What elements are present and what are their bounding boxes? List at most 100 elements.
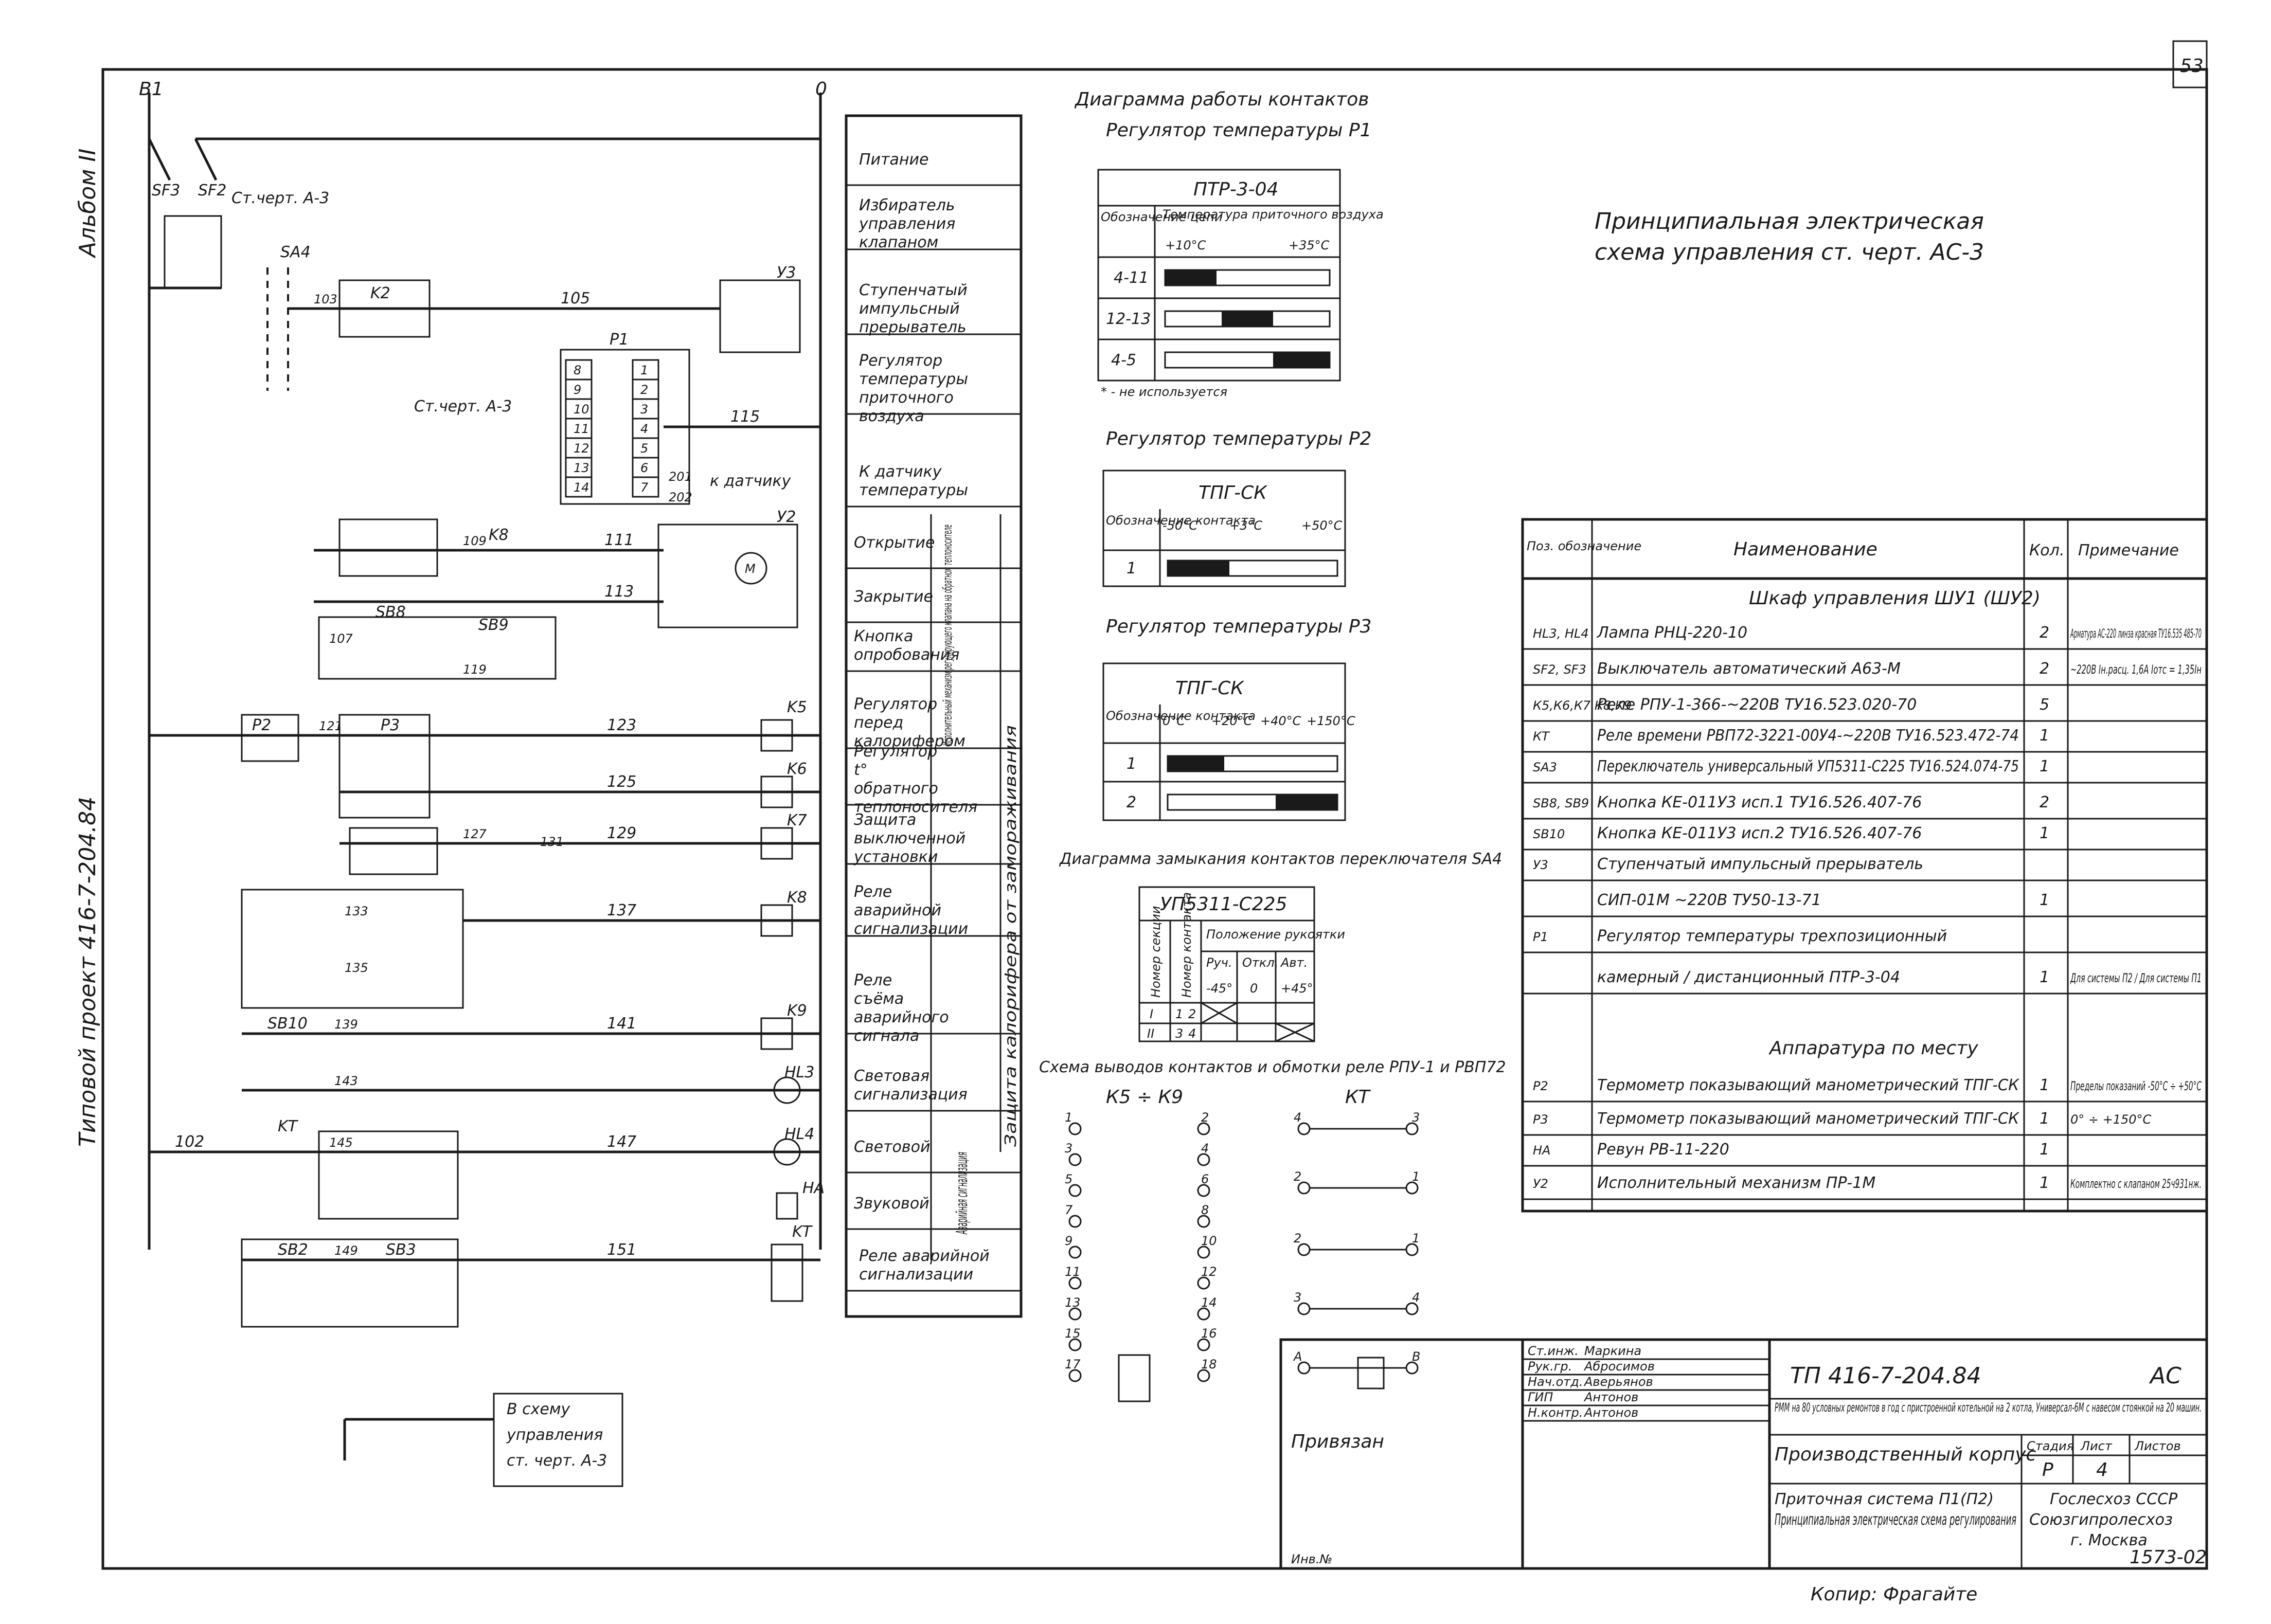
relay-pin-label: 15 — [1065, 1326, 1081, 1341]
function-label-15: Световой — [854, 1138, 930, 1156]
spec-table: Поз. обозначение Наименование Кол. Приме… — [1521, 518, 2208, 1213]
spec-qty: 1 — [2040, 891, 2049, 909]
wire-133: 133 — [345, 904, 368, 918]
function-label-12: аварийной — [854, 901, 941, 919]
wire-141: 141 — [607, 1015, 636, 1033]
relay-pin — [1297, 1361, 1311, 1375]
relay-pin — [1068, 1338, 1082, 1351]
sa4-model: УП5311-С225 — [1160, 894, 1287, 915]
wire-numbers: 1031211271331351391431451491071091191312… — [314, 292, 692, 1258]
spec-note: Пределы показаний -50°С ÷ +50°С — [2070, 1079, 2202, 1093]
p3-model: ТПГ-СК — [1175, 678, 1244, 699]
ref-note-2: Ст.черт. А-3 — [414, 398, 512, 416]
function-label-3: прерыватель — [859, 318, 967, 336]
p1-terminal-right: 1 — [640, 363, 648, 377]
spec-name: Лампа РНЦ-220-10 — [1597, 624, 1747, 642]
function-label-12: сигнализации — [854, 920, 968, 938]
spec-pos: SB8, SB9 — [1533, 796, 1589, 810]
sb8-label: SB8 — [375, 603, 406, 621]
spec-qty: 2 — [2040, 624, 2049, 642]
main-title-line-2: схема управления ст. черт. АС-3 — [1595, 239, 1984, 265]
p3-label: P3 — [381, 716, 400, 734]
p3-tick-1: 0°С — [1163, 714, 1185, 728]
function-label-9: калорифером — [854, 732, 965, 750]
function-label-4: температуры — [859, 370, 968, 388]
function-label-2: управления — [859, 215, 955, 233]
sb10-label: SB10 — [267, 1015, 308, 1033]
sa4-row1-c2: 2 — [1188, 1007, 1196, 1021]
spec-name: Реле РПУ-1-366-~220В ТУ16.523.020-70 — [1597, 696, 1917, 714]
wire-113: 113 — [604, 583, 634, 601]
relay-title: Схема выводов контактов и обмотки реле Р… — [1039, 1058, 1506, 1076]
relay-pin — [1197, 1338, 1210, 1351]
hl4-label: HL4 — [784, 1125, 814, 1143]
sa4-row2-c2: 4 — [1188, 1026, 1196, 1041]
spec-pos: КТ — [1533, 729, 1550, 744]
spec-pos: HL3, HL4 — [1533, 626, 1589, 641]
relay-pin — [1197, 1246, 1210, 1259]
stage-value: Р — [2042, 1459, 2053, 1481]
wire-137: 137 — [607, 901, 636, 919]
sa4-pos-3: Авт. — [1280, 955, 1308, 970]
signers-table: Ст.инж.МаркинаРук.гр.АбросимовНач.отд.Ав… — [1523, 1344, 1769, 1422]
k2-contact-label: K2 — [370, 284, 390, 302]
relay-left-label: К5 ÷ К9 — [1106, 1087, 1183, 1108]
spec-note: Комплектно с клапаном 25ч931нж. — [2070, 1177, 2202, 1191]
copy-note: Копир: Фрагайте — [1811, 1584, 1977, 1605]
spec-pos: НА — [1533, 1143, 1550, 1158]
relay-pin — [1405, 1181, 1419, 1195]
spec-qty: 5 — [2040, 696, 2049, 714]
relay-pin-label: 13 — [1065, 1295, 1081, 1310]
k8-coil-label: K8 — [787, 889, 807, 907]
bus-right-label: 0 — [815, 79, 827, 100]
wire-125: 125 — [607, 773, 636, 791]
function-label-8: опробования — [854, 646, 959, 664]
p2-diagram: ТПГ-СК Обозначение контакта -50°С +3°С +… — [1102, 470, 1346, 587]
relay-pin-label: 5 — [1065, 1172, 1072, 1186]
function-labels: ПитаниеИзбирательуправленияклапаномСтупе… — [846, 151, 1021, 1292]
relay-pin-label: 4 — [1412, 1290, 1420, 1305]
spec-qty: 1 — [2040, 824, 2049, 842]
relay-pin — [1068, 1276, 1082, 1290]
relay-pin-label: 1 — [1065, 1110, 1072, 1125]
side-margin: Альбом II Типовой проект 416-7-204.84 — [75, 149, 101, 1147]
p1-terminal-right: 5 — [640, 441, 648, 456]
spec-pos: SB10 — [1533, 827, 1565, 841]
spec-qty: 1 — [2040, 1110, 2049, 1128]
function-column — [845, 114, 1023, 1318]
relay-pin — [1068, 1153, 1082, 1166]
function-label-13: сигнала — [854, 1027, 919, 1045]
album-label: Альбом II — [75, 149, 101, 259]
k9-label: K9 — [787, 1002, 807, 1020]
sa4-head-contact: Номер контакта — [1179, 892, 1194, 998]
spec-qty: 1 — [2040, 1076, 2049, 1094]
sa4-head-section: Номер секции — [1149, 906, 1163, 998]
note-line-2: управления — [506, 1426, 603, 1444]
relay-pin-label: 12 — [1201, 1265, 1217, 1279]
note-line-3: ст. черт. А-3 — [507, 1452, 607, 1470]
p2-tick-3: +50°С — [1301, 518, 1343, 533]
spec-name: Ступенчатый импульсный прерыватель — [1597, 855, 1923, 873]
function-label-10: t° — [854, 761, 868, 779]
spec-pos: У3 — [1533, 858, 1548, 872]
title-block: ТП 416-7-204.84 АС РММ на 80 условных ре… — [1279, 1338, 2208, 1570]
wire-121: 121 — [319, 719, 343, 733]
sa4-row2-c1: 3 — [1175, 1026, 1183, 1041]
sa4-label: SA4 — [280, 243, 311, 261]
relay-pin — [1068, 1184, 1082, 1197]
function-label-11: Защита — [854, 811, 916, 829]
p1-diagram: ПТР-3-04 Обозначение цепи Температура пр… — [1097, 169, 1384, 399]
control-schematic: В1 0 SF3 SF2 Ст.черт. А-3 SA4 K2 105 У3 … — [139, 79, 827, 1487]
p1-row-3: 4-5 — [1111, 351, 1136, 369]
k5-label: K5 — [787, 698, 807, 716]
wire-149: 149 — [334, 1243, 358, 1258]
spec-name: Термометр показывающий манометрический Т… — [1597, 1110, 2020, 1128]
function-label-11: выключенной — [854, 829, 965, 847]
wire-129: 129 — [607, 824, 636, 842]
signer-name: Антонов — [1583, 1405, 1638, 1420]
wire-131: 131 — [540, 835, 564, 849]
doc-number: ТП 416-7-204.84 — [1790, 1363, 1981, 1389]
function-label-13: съёма — [854, 990, 904, 1008]
p2-col-head: Обозначение контакта — [1106, 513, 1256, 528]
